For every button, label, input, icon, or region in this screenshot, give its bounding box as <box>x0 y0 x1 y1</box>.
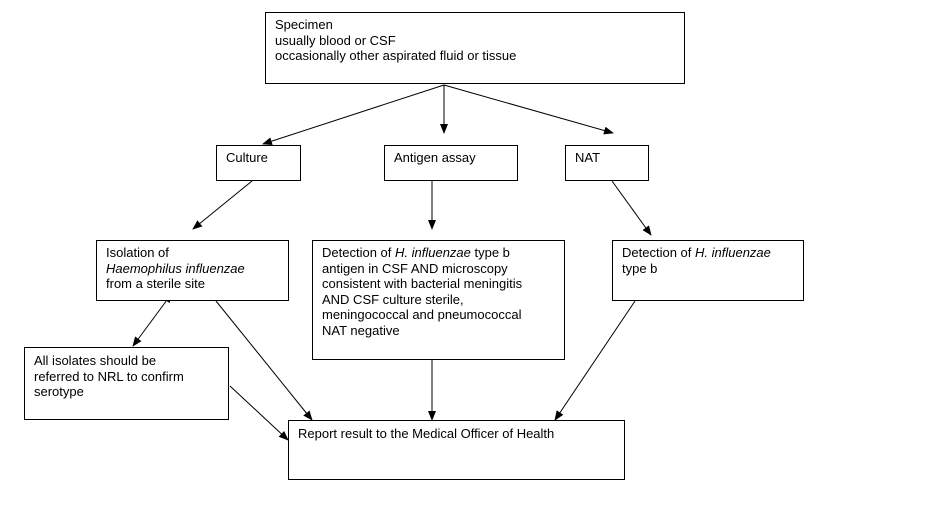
nat-detection-line-2: type b <box>622 260 658 276</box>
report-box: Report result to the Medical Officer of … <box>288 420 625 480</box>
arrow-nat-to-detection <box>611 180 652 236</box>
antigen-detection-line-3: consistent with bacterial meningitis <box>322 276 523 291</box>
antigen-detection-line-2: antigen in CSF AND microscopy <box>322 260 508 276</box>
antigen-detection-line-6: NAT negative <box>322 322 400 338</box>
isolation-organism: Haemophilus influenzae <box>106 260 245 276</box>
isolation-line-3: from a sterile site <box>106 276 205 291</box>
specimen-box: Specimen usually blood or CSF occasional… <box>265 12 685 84</box>
isolates-box: All isolates should be referred to NRL t… <box>24 347 229 420</box>
arrow-culture-to-isolation <box>192 180 253 230</box>
specimen-detail-1: usually blood or CSF <box>275 32 396 48</box>
arrow-isolation-isolates-bidirectional <box>132 292 173 347</box>
culture-box: Culture <box>216 145 301 181</box>
isolates-line-2: referred to NRL to confirm <box>34 368 184 384</box>
nat-label: NAT <box>575 150 601 165</box>
arrow-specimen-to-nat <box>443 84 614 135</box>
isolates-line-1: All isolates should be <box>34 353 157 368</box>
nat-detection-organism: H. influenzae <box>695 245 771 260</box>
arrow-isolation-to-report <box>215 300 313 421</box>
antigen-detection-line-1: Detection of H. influenzae type b <box>322 245 510 260</box>
antigen-detection-line-4: AND CSF culture sterile, <box>322 291 464 307</box>
isolates-line-3: serotype <box>34 384 84 399</box>
antigen-detection-box: Detection of H. influenzae type b antige… <box>312 240 565 360</box>
nat-detection-box: Detection of H. influenzae type b <box>612 240 804 301</box>
report-label: Report result to the Medical Officer of … <box>298 426 555 441</box>
isolation-line-1: Isolation of <box>106 245 169 260</box>
antigen-detection-line-5: meningococcal and pneumococcal <box>322 307 522 322</box>
culture-label: Culture <box>226 150 268 165</box>
specimen-title: Specimen <box>275 17 333 32</box>
specimen-detail-2: occasionally other aspirated fluid or ti… <box>275 48 517 63</box>
arrow-isolates-to-report <box>229 385 289 441</box>
arrow-specimen-to-culture <box>262 84 445 146</box>
antigen-assay-box: Antigen assay <box>384 145 518 181</box>
isolation-box: Isolation of Haemophilus influenzae from… <box>96 240 289 301</box>
nat-box: NAT <box>565 145 649 181</box>
antigen-assay-label: Antigen assay <box>394 150 476 165</box>
arrow-nat-detection-to-report <box>554 300 636 421</box>
antigen-detection-organism: H. influenzae <box>395 245 471 260</box>
nat-detection-line-1: Detection of H. influenzae <box>622 245 771 260</box>
